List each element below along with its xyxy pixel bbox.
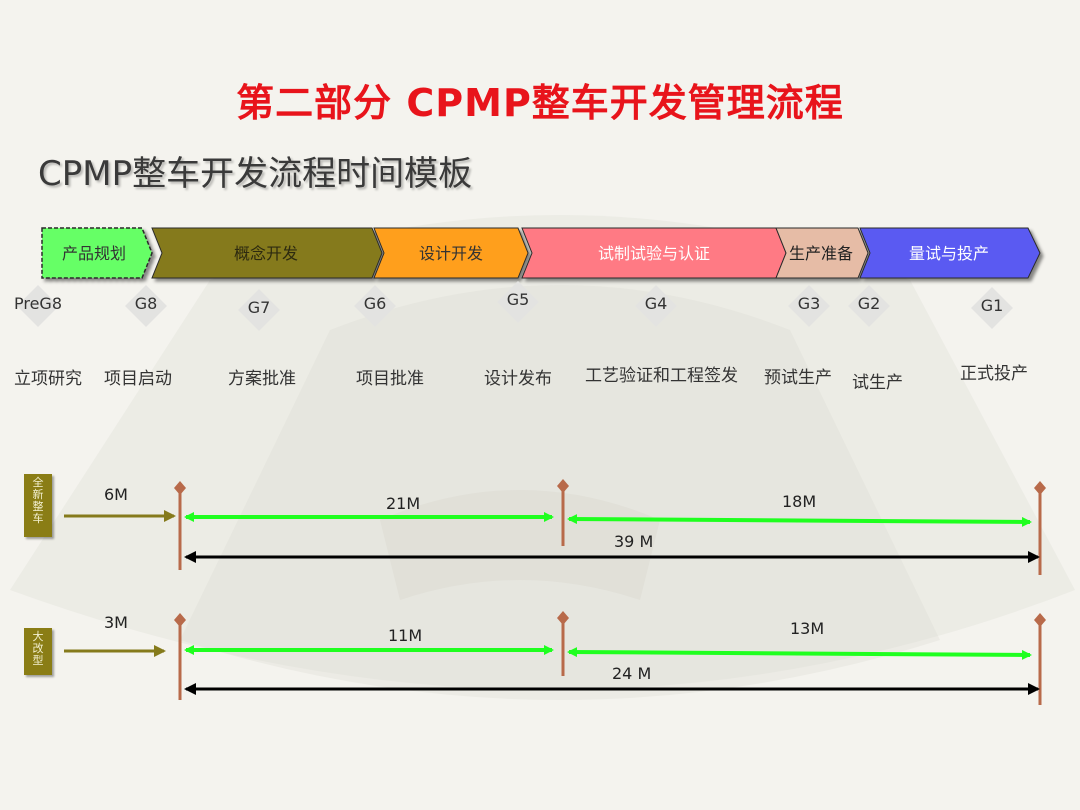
gate-code: G4 xyxy=(644,294,668,313)
phase-label: 试制试验与认证 xyxy=(597,244,710,263)
gate-name: 方案批准 xyxy=(228,369,296,389)
gate-code: G7 xyxy=(247,298,271,317)
gate-code: G8 xyxy=(134,294,158,313)
duration-label: 18M xyxy=(782,492,817,511)
phase-label: 量试与投产 xyxy=(908,244,989,263)
gate-marker: G7 xyxy=(237,288,281,332)
gate-code: G6 xyxy=(363,294,387,313)
gate-name: 正式投产 xyxy=(960,364,1028,384)
gate-marker: G1 xyxy=(970,286,1014,330)
duration-label: 3M xyxy=(104,613,128,632)
duration-label: 21M xyxy=(386,494,421,513)
segment-arrow xyxy=(567,514,1032,527)
milestone-pin xyxy=(174,613,186,700)
phase-chevron-design xyxy=(373,227,529,279)
milestone-pin xyxy=(557,479,569,546)
gate-name: 项目启动 xyxy=(104,369,172,389)
gate-name: 设计发布 xyxy=(484,369,552,389)
page-title: 第二部分 CPMP整车开发管理流程 xyxy=(236,81,844,125)
gate-code: G3 xyxy=(797,294,821,313)
gate-marker: PreG8 xyxy=(14,284,62,328)
milestone-pin xyxy=(1034,613,1046,705)
timeline-tag-new-vehicle: 全新整车 xyxy=(24,474,52,537)
duration-label: 39 M xyxy=(614,532,654,551)
milestone-pin xyxy=(1034,481,1046,575)
duration-label: 24 M xyxy=(612,664,652,683)
gate-marker: G4 xyxy=(634,284,678,328)
duration-label: 11M xyxy=(388,626,423,645)
gate-code: G5 xyxy=(506,290,530,309)
phase-chevron-ramp-up xyxy=(859,227,1041,279)
page-subtitle: CPMP整车开发流程时间模板 xyxy=(38,154,473,194)
gate-name: 工艺验证和工程签发 xyxy=(585,366,738,386)
duration-label: 6M xyxy=(104,485,128,504)
timeline-tag-major-change: 大改型 xyxy=(24,628,52,675)
gate-marker: G8 xyxy=(124,284,168,328)
gate-code: G1 xyxy=(980,296,1004,315)
phase-chevron-product-planning xyxy=(41,227,153,279)
phase-chevron-concept xyxy=(151,227,383,279)
segment-arrow xyxy=(567,647,1032,660)
milestone-pin xyxy=(557,611,569,676)
phase-chevron-production-prep xyxy=(775,227,869,279)
gate-marker: G3 xyxy=(787,284,831,328)
phase-label: 产品规划 xyxy=(61,244,126,263)
gate-name: 立项研究 xyxy=(14,369,82,389)
gate-name: 预试生产 xyxy=(764,368,832,388)
gate-name: 项目批准 xyxy=(356,369,424,389)
phase-label: 生产准备 xyxy=(788,244,853,263)
gate-marker: G6 xyxy=(353,284,397,328)
milestone-pin xyxy=(174,481,186,570)
phase-label: 设计开发 xyxy=(418,244,483,263)
duration-label: 13M xyxy=(790,619,825,638)
gate-marker: G5 xyxy=(496,280,540,324)
gate-code: G2 xyxy=(857,294,881,313)
phase-label: 概念开发 xyxy=(233,244,298,263)
gate-marker: G2 xyxy=(847,284,891,328)
gate-name: 试生产 xyxy=(852,373,903,393)
gate-code: PreG8 xyxy=(13,294,62,313)
